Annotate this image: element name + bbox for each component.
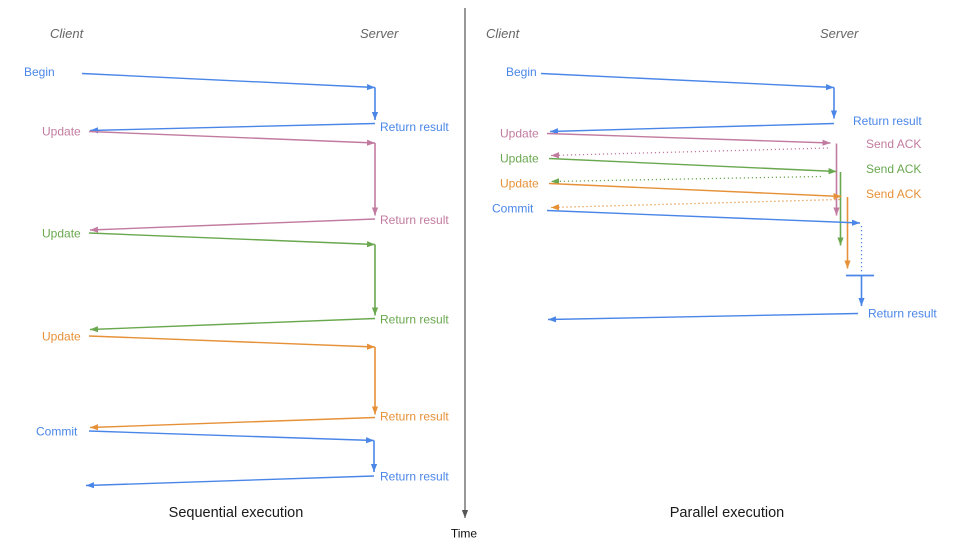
client-heading: Client xyxy=(486,26,521,41)
response-arrow xyxy=(89,317,376,333)
request-arrow xyxy=(88,430,375,444)
op-commit: Commit Return result xyxy=(36,425,449,489)
request-arrow xyxy=(88,130,376,146)
op-begin: Begin Return result xyxy=(24,65,449,134)
request-arrow xyxy=(546,209,861,226)
request-label: Begin xyxy=(24,65,55,79)
response-label: Return result xyxy=(380,213,449,227)
response-arrow xyxy=(89,416,376,431)
ack-label: Send ACK xyxy=(866,162,921,176)
request-arrow xyxy=(548,182,842,200)
request-arrow xyxy=(546,132,831,146)
request-label: Update xyxy=(42,330,81,344)
response-label: Return result xyxy=(380,470,449,484)
server-heading: Server xyxy=(820,26,859,41)
response-arrow xyxy=(549,122,835,135)
op-update-2: Update Send ACK xyxy=(500,152,921,246)
request-label: Update xyxy=(500,177,539,191)
op-update-1: Update Send ACK xyxy=(500,127,921,216)
parallel-diagram: Client Server Begin Return result Update… xyxy=(486,26,937,521)
op-begin: Begin Return result xyxy=(506,65,922,135)
op-update-2: Update Return result xyxy=(42,227,449,333)
ack-dotted-arrow xyxy=(550,198,840,211)
request-arrow xyxy=(88,232,376,248)
response-arrow xyxy=(85,475,375,489)
client-heading: Client xyxy=(50,26,85,41)
response-label: Return result xyxy=(868,307,937,321)
response-label: Return result xyxy=(380,313,449,327)
diagram-title: Sequential execution xyxy=(169,505,304,521)
response-label: Return result xyxy=(853,114,922,128)
request-label: Update xyxy=(42,125,81,139)
sequential-diagram: Client Server Begin Return result Update… xyxy=(24,26,449,521)
op-update-3: Update Return result xyxy=(42,330,449,431)
request-label: Update xyxy=(500,127,539,141)
time-axis-label: Time xyxy=(451,527,478,540)
response-label: Return result xyxy=(380,410,449,424)
request-arrow xyxy=(81,72,376,91)
response-arrow xyxy=(89,122,376,134)
diagram-title: Parallel execution xyxy=(670,505,784,521)
ack-label: Send ACK xyxy=(866,187,921,201)
request-label: Update xyxy=(500,152,539,166)
request-arrow xyxy=(88,335,376,350)
ack-label: Send ACK xyxy=(866,137,921,151)
response-arrow xyxy=(89,218,376,233)
response-arrow xyxy=(547,312,859,323)
ack-dotted-arrow xyxy=(550,175,822,185)
request-arrow xyxy=(540,72,835,91)
request-label: Begin xyxy=(506,65,537,79)
request-arrow xyxy=(548,157,837,175)
request-label: Commit xyxy=(36,425,78,439)
op-update-1: Update Return result xyxy=(42,125,449,233)
ack-dotted-arrow xyxy=(550,147,829,159)
server-heading: Server xyxy=(360,26,399,41)
op-update-3: Update Send ACK xyxy=(500,177,921,269)
response-label: Return result xyxy=(380,120,449,134)
request-label: Update xyxy=(42,227,81,241)
op-commit: Commit Return result xyxy=(492,202,937,323)
request-label: Commit xyxy=(492,202,534,216)
